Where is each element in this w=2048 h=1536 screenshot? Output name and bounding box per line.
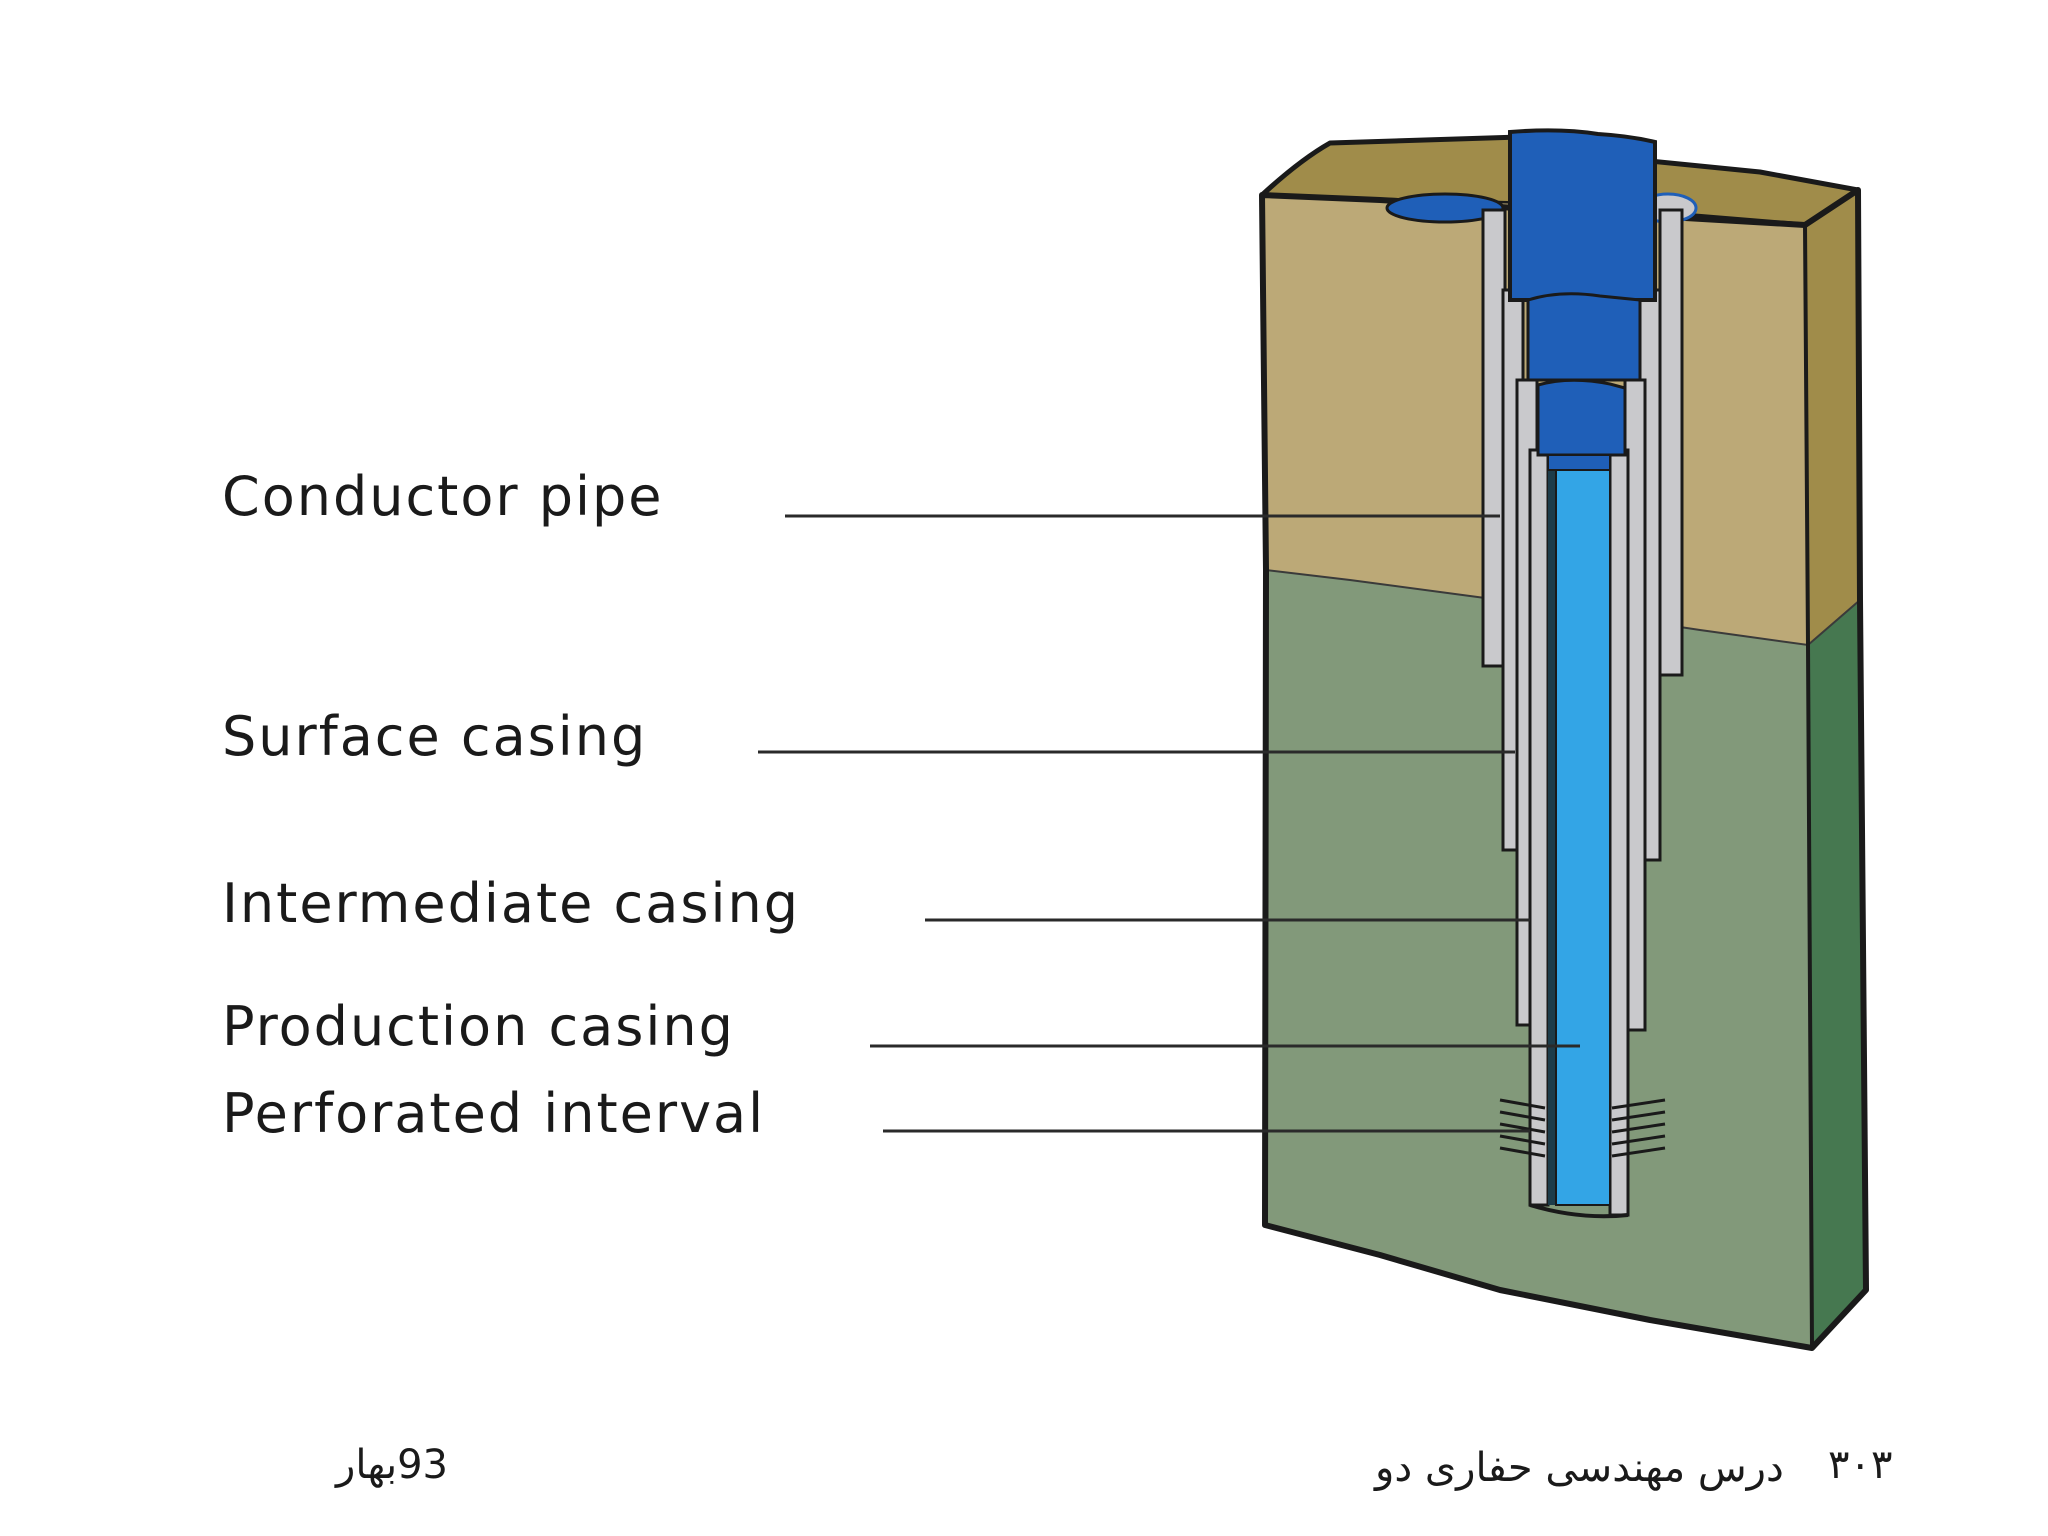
lower-layer-side [1808,600,1866,1348]
callouts: Conductor pipe Surface casing Intermedia… [222,465,1580,1145]
production-casing-right-wall [1608,448,1630,1217]
production-tubing [1555,454,1611,1206]
footer-season: 93بهار [336,1442,448,1488]
intermediate-casing-top [1536,378,1627,457]
production-casing-left-wall [1528,448,1550,1207]
block-edge [1803,224,1814,1349]
production-casing-top [1547,454,1611,471]
perforations [1499,1098,1666,1158]
footer-page-number: ۳۰۳ [1828,1442,1893,1488]
label-intermediate-casing: Intermediate casing [222,872,800,935]
footer-course-title: درس مهندسی حفاری دو [1375,1445,1784,1491]
label-surface-casing: Surface casing [222,705,647,768]
borehole-opening [1385,192,1505,224]
upper-layer-side [1805,190,1860,645]
casing-strings [1385,128,1698,1219]
label-production-casing: Production casing [222,995,735,1058]
label-perforated-interval: Perforated interval [222,1082,765,1145]
production-casing-bottom [1529,1203,1629,1219]
conductor-pipe-right-wall [1658,208,1684,677]
conductor-pipe-top [1508,128,1657,302]
surface-casing-top [1526,292,1642,382]
label-conductor-pipe: Conductor pipe [222,465,664,528]
